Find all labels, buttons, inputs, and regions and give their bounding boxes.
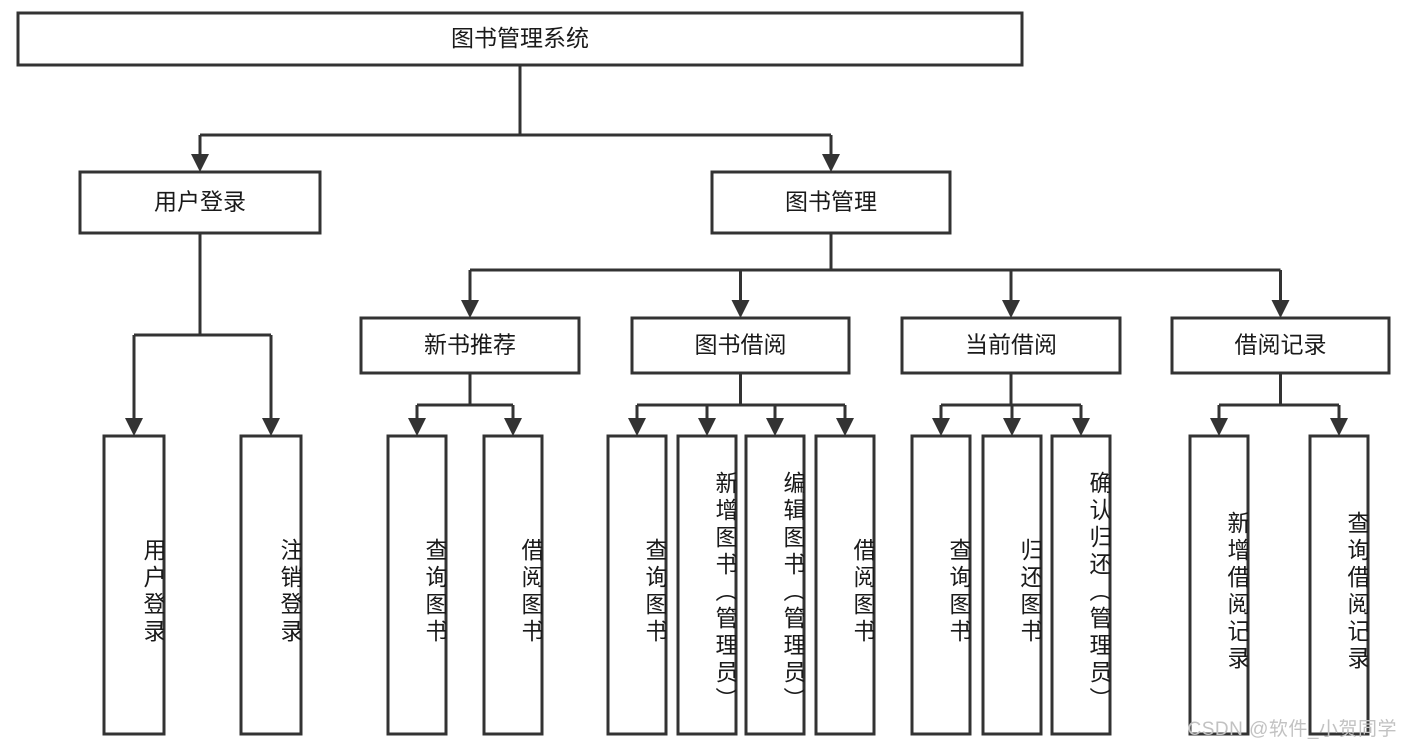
edge-current-borrow-branch-0-arrowhead — [932, 418, 950, 436]
edge-book-management-branch-3-arrowhead — [1271, 300, 1290, 318]
node-box-leaf-query-book-2 — [606, 434, 668, 736]
node-label-wrap-leaf-return-book: 归还图书 — [1017, 538, 1041, 646]
node-label-wrap-leaf-add-borrow-record: 新增借阅记录 — [1224, 511, 1248, 673]
node-label-book-management: 图书管理 — [785, 189, 877, 215]
node-borrow-record[interactable]: 借阅记录 — [1170, 316, 1391, 375]
node-label-leaf-user-login: 用户登录 — [140, 538, 164, 646]
node-box-user-login — [78, 170, 322, 235]
node-label-leaf-borrow-book-1: 借阅图书 — [518, 538, 542, 646]
node-box-leaf-add-borrow-record — [1188, 434, 1250, 736]
edge-borrow-record-branch-1-arrowhead — [1330, 418, 1348, 436]
node-box-borrow-record — [1170, 316, 1391, 375]
node-label-leaf-return-book: 归还图书 — [1017, 538, 1041, 646]
node-root[interactable]: 图书管理系统 — [16, 11, 1024, 67]
node-current-borrow[interactable]: 当前借阅 — [900, 316, 1122, 375]
node-box-leaf-add-book — [676, 434, 738, 736]
node-box-book-management — [710, 170, 952, 235]
node-label-leaf-query-book-3: 查询图书 — [946, 538, 970, 646]
node-box-leaf-borrow-book-1 — [482, 434, 544, 736]
node-label-book-borrow: 图书借阅 — [695, 332, 787, 358]
edge-current-borrow-branch-2-arrowhead — [1072, 418, 1090, 436]
node-leaf-query-book-2[interactable]: 查询图书 — [606, 434, 668, 736]
edge-book-borrow-branch-2-arrowhead — [766, 418, 784, 436]
node-label-wrap-leaf-logout-login: 注销登录 — [277, 538, 301, 646]
node-box-leaf-query-book-1 — [386, 434, 448, 736]
node-label-leaf-edit-book: 编辑图书（管理员） — [780, 470, 804, 714]
node-label-leaf-query-book-2: 查询图书 — [642, 538, 666, 646]
connector-layer — [125, 65, 1348, 436]
node-box-book-borrow — [630, 316, 851, 375]
node-label-leaf-logout-login: 注销登录 — [277, 538, 301, 646]
node-leaf-return-book[interactable]: 归还图书 — [981, 434, 1043, 736]
edge-current-borrow-branch-1-arrowhead — [1003, 418, 1021, 436]
node-leaf-edit-book[interactable]: 编辑图书（管理员） — [744, 434, 806, 736]
node-label-user-login: 用户登录 — [154, 189, 246, 215]
edge-book-management-branch-0-arrowhead — [461, 300, 479, 318]
node-box-leaf-logout-login — [239, 434, 303, 736]
node-label-leaf-add-borrow-record: 新增借阅记录 — [1224, 511, 1248, 673]
edge-user-login-branch-1-arrowhead — [262, 418, 280, 436]
node-leaf-borrow-book-1[interactable]: 借阅图书 — [482, 434, 544, 736]
node-label-leaf-query-borrow-record: 查询借阅记录 — [1344, 511, 1368, 673]
node-user-login[interactable]: 用户登录 — [78, 170, 322, 235]
node-label-leaf-confirm-return: 确认归还（管理员） — [1086, 470, 1110, 714]
node-box-leaf-return-book — [981, 434, 1043, 736]
node-book-borrow[interactable]: 图书借阅 — [630, 316, 851, 375]
node-leaf-logout-login[interactable]: 注销登录 — [239, 434, 303, 736]
node-box-leaf-query-book-3 — [910, 434, 972, 736]
node-box-new-book-recommend — [359, 316, 581, 375]
node-leaf-add-borrow-record[interactable]: 新增借阅记录 — [1188, 434, 1250, 736]
node-label-wrap-leaf-query-book-3: 查询图书 — [946, 538, 970, 646]
node-box-leaf-query-borrow-record — [1308, 434, 1370, 736]
node-leaf-borrow-book-2[interactable]: 借阅图书 — [814, 434, 876, 736]
edge-book-borrow-branch-1-arrowhead — [698, 418, 716, 436]
node-layer: 图书管理系统用户登录图书管理新书推荐图书借阅当前借阅借阅记录用户登录注销登录查询… — [16, 11, 1391, 736]
edge-root-branch-1-arrowhead — [822, 154, 840, 172]
node-label-wrap-leaf-edit-book: 编辑图书（管理员） — [780, 470, 804, 714]
node-label-root: 图书管理系统 — [451, 25, 589, 51]
node-leaf-query-book-1[interactable]: 查询图书 — [386, 434, 448, 736]
node-label-leaf-borrow-book-2: 借阅图书 — [850, 538, 874, 646]
node-label-wrap-leaf-confirm-return: 确认归还（管理员） — [1086, 470, 1110, 714]
edge-new-book-recommend-branch-0-arrowhead — [408, 418, 426, 436]
edge-book-management-branch-1-arrowhead — [731, 300, 750, 318]
node-label-wrap-leaf-query-borrow-record: 查询借阅记录 — [1344, 511, 1368, 673]
node-box-leaf-confirm-return — [1050, 434, 1112, 736]
edge-borrow-record-branch-0-arrowhead — [1210, 418, 1228, 436]
node-label-leaf-add-book: 新增图书（管理员） — [712, 470, 736, 714]
node-box-root — [16, 11, 1024, 67]
edge-new-book-recommend-branch-1-arrowhead — [504, 418, 522, 436]
node-label-borrow-record: 借阅记录 — [1235, 332, 1327, 358]
node-leaf-add-book[interactable]: 新增图书（管理员） — [676, 434, 738, 736]
node-box-current-borrow — [900, 316, 1122, 375]
edge-book-borrow-branch-0-arrowhead — [628, 418, 646, 436]
node-label-leaf-query-book-1: 查询图书 — [422, 538, 446, 646]
node-leaf-query-borrow-record[interactable]: 查询借阅记录 — [1308, 434, 1370, 736]
node-label-new-book-recommend: 新书推荐 — [424, 332, 516, 358]
node-label-current-borrow: 当前借阅 — [965, 332, 1057, 358]
node-leaf-confirm-return[interactable]: 确认归还（管理员） — [1050, 434, 1112, 736]
node-leaf-query-book-3[interactable]: 查询图书 — [910, 434, 972, 736]
edge-user-login-branch-0-arrowhead — [125, 418, 143, 436]
node-book-management[interactable]: 图书管理 — [710, 170, 952, 235]
node-leaf-user-login[interactable]: 用户登录 — [102, 434, 166, 736]
edge-book-management-branch-2-arrowhead — [1002, 300, 1020, 318]
node-new-book-recommend[interactable]: 新书推荐 — [359, 316, 581, 375]
node-label-wrap-leaf-user-login: 用户登录 — [140, 538, 164, 646]
node-box-leaf-edit-book — [744, 434, 806, 736]
node-label-wrap-leaf-query-book-2: 查询图书 — [642, 538, 666, 646]
node-label-wrap-leaf-query-book-1: 查询图书 — [422, 538, 446, 646]
edge-book-borrow-branch-3-arrowhead — [836, 418, 854, 436]
node-label-wrap-leaf-borrow-book-2: 借阅图书 — [850, 538, 874, 646]
edge-root-branch-0-arrowhead — [191, 154, 209, 172]
node-label-wrap-leaf-borrow-book-1: 借阅图书 — [518, 538, 542, 646]
node-label-wrap-leaf-add-book: 新增图书（管理员） — [712, 470, 736, 714]
node-box-leaf-borrow-book-2 — [814, 434, 876, 736]
node-box-leaf-user-login — [102, 434, 166, 736]
